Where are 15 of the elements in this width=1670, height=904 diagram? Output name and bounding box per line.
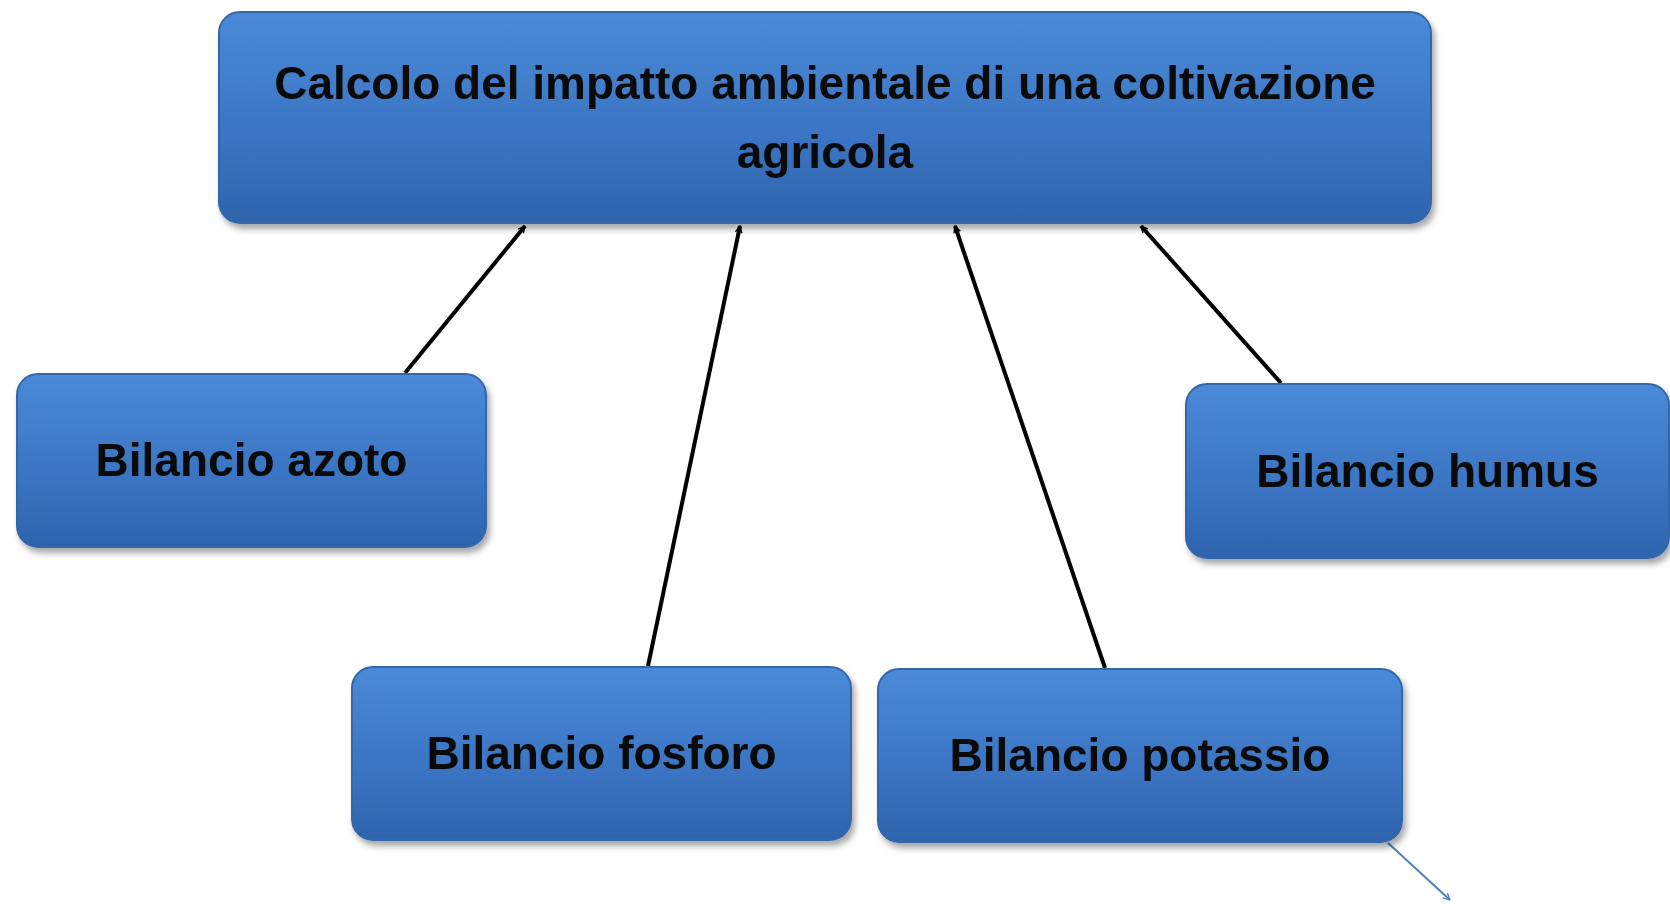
- box-label: Bilancio potassio: [948, 728, 1332, 783]
- process-box: [351, 666, 852, 841]
- box-label: Bilancio azoto: [94, 433, 409, 488]
- process-box: [16, 373, 487, 548]
- box-label: Bilancio humus: [1255, 443, 1600, 499]
- arrow: [953, 225, 1107, 669]
- arrow: [1387, 842, 1451, 901]
- arrow: [1139, 224, 1283, 385]
- process-box: [1185, 383, 1670, 559]
- process-box: [218, 11, 1432, 224]
- box-label: Calcolo del impatto ambientale di una coltivazione agricola: [273, 55, 1377, 180]
- box-label: Bilancio fosforo: [425, 726, 778, 781]
- arrow: [646, 225, 743, 667]
- process-box: [877, 668, 1403, 843]
- arrow: [403, 224, 527, 375]
